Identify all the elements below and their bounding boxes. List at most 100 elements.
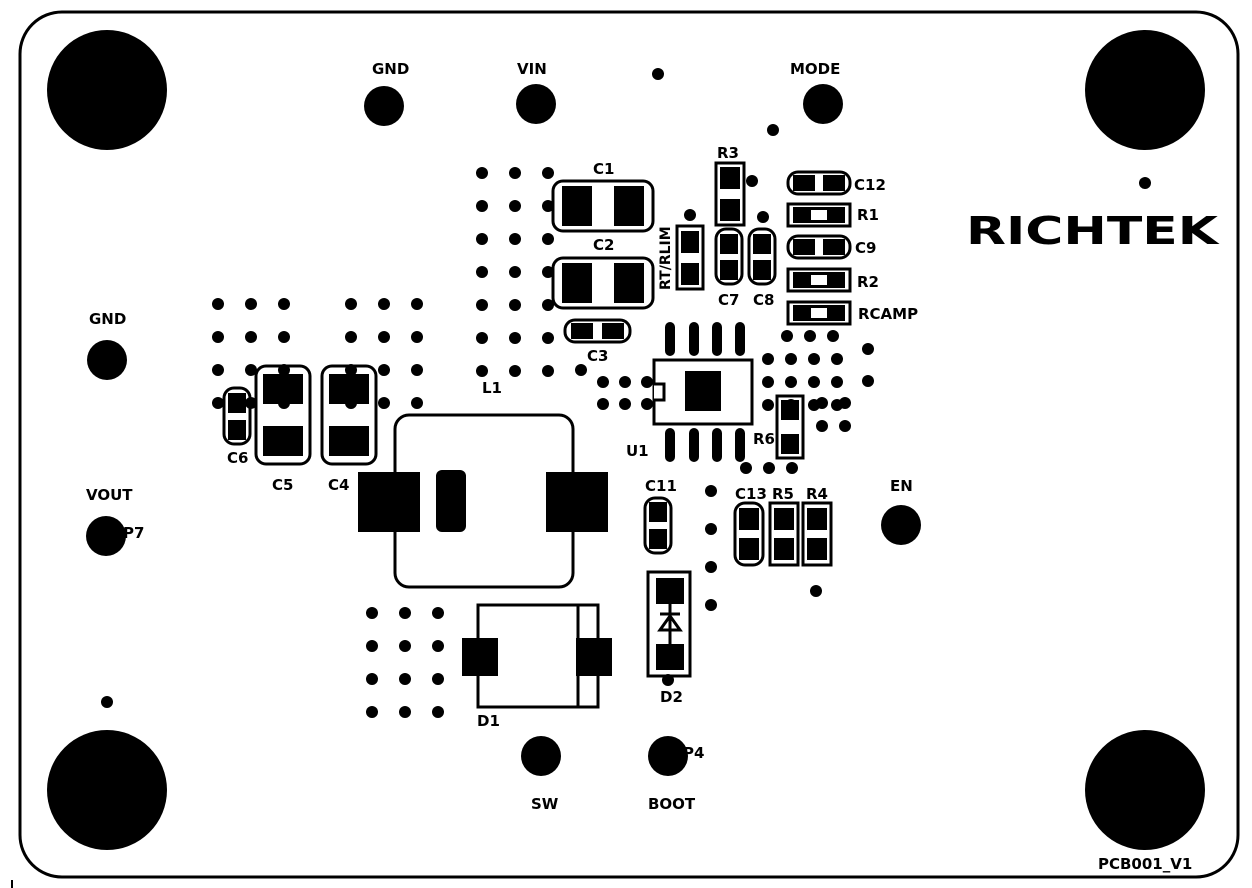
label-l1: L1 <box>482 379 502 397</box>
via <box>432 640 444 652</box>
board-id: PCB001_V1 <box>1098 855 1192 873</box>
via <box>804 330 816 342</box>
mounting-hole <box>1085 730 1205 850</box>
test-point-mode[interactable] <box>803 84 843 124</box>
via <box>399 607 411 619</box>
label-gnd-left: GND <box>89 310 126 328</box>
via <box>509 365 521 377</box>
label-c11: C11 <box>645 477 677 495</box>
label-vin: VIN <box>517 60 547 78</box>
via <box>245 298 257 310</box>
via <box>476 365 488 377</box>
via <box>378 298 390 310</box>
via <box>816 420 828 432</box>
via <box>575 364 587 376</box>
via <box>345 298 357 310</box>
via <box>432 607 444 619</box>
test-point-boot[interactable] <box>648 736 688 776</box>
cap-c2 <box>551 256 655 310</box>
via <box>411 331 423 343</box>
label-r6: R6 <box>753 430 775 448</box>
via <box>597 376 609 388</box>
ic-u1 <box>652 322 754 462</box>
via <box>641 398 653 410</box>
label-rcamp: RCAMP <box>858 305 918 323</box>
via <box>816 397 828 409</box>
label-en: EN <box>890 477 913 495</box>
via <box>785 376 797 388</box>
via <box>366 640 378 652</box>
cap-c5 <box>254 364 312 466</box>
res-r4 <box>801 501 833 567</box>
res-r2 <box>786 267 852 293</box>
via <box>839 420 851 432</box>
via <box>542 266 554 278</box>
cap-c7 <box>714 227 744 286</box>
via <box>839 397 851 409</box>
via <box>366 673 378 685</box>
label-vout: VOUT <box>86 486 133 504</box>
test-point-en[interactable] <box>881 505 921 545</box>
label-tp7: P7 <box>123 524 144 542</box>
via <box>542 233 554 245</box>
via <box>808 353 820 365</box>
label-boot: BOOT <box>648 795 696 813</box>
via <box>476 233 488 245</box>
via <box>399 706 411 718</box>
label-r1: R1 <box>857 206 879 224</box>
via <box>476 332 488 344</box>
inductor-l1 <box>358 413 608 589</box>
via <box>399 640 411 652</box>
via <box>827 330 839 342</box>
via <box>212 331 224 343</box>
via <box>212 298 224 310</box>
label-d2: D2 <box>660 688 683 706</box>
label-c6: C6 <box>227 449 248 467</box>
via <box>509 332 521 344</box>
via <box>212 397 224 409</box>
mounting-hole <box>1085 30 1205 150</box>
test-point-gnd-top[interactable] <box>364 86 404 126</box>
via <box>542 167 554 179</box>
diode-d1 <box>462 603 612 709</box>
via <box>476 200 488 212</box>
cap-c3 <box>563 318 632 344</box>
via <box>411 364 423 376</box>
via <box>509 200 521 212</box>
label-r5: R5 <box>772 485 794 503</box>
single-vias <box>101 68 1151 708</box>
res-r5 <box>768 501 800 567</box>
via <box>542 200 554 212</box>
via <box>763 462 775 474</box>
label-r4: R4 <box>806 485 828 503</box>
via <box>399 673 411 685</box>
via <box>641 376 653 388</box>
test-point-vin[interactable] <box>516 84 556 124</box>
via <box>542 299 554 311</box>
label-c5: C5 <box>272 476 293 494</box>
via <box>762 399 774 411</box>
label-u1: U1 <box>626 442 649 460</box>
via <box>597 398 609 410</box>
label-c1: C1 <box>593 160 614 178</box>
test-point-gnd-left[interactable] <box>87 340 127 380</box>
via <box>542 332 554 344</box>
via <box>762 376 774 388</box>
via <box>808 376 820 388</box>
diode-d2 <box>646 570 692 678</box>
via <box>619 398 631 410</box>
via <box>411 397 423 409</box>
label-c8: C8 <box>753 291 774 309</box>
via <box>831 376 843 388</box>
test-point-vout[interactable] <box>86 516 126 556</box>
cap-c4 <box>320 364 378 466</box>
label-sw: SW <box>531 795 559 813</box>
via <box>245 364 257 376</box>
via <box>411 298 423 310</box>
via <box>476 167 488 179</box>
res-rt-rlim <box>675 224 705 291</box>
test-point-sw[interactable] <box>521 736 561 776</box>
via <box>786 462 798 474</box>
label-c4: C4 <box>328 476 349 494</box>
via <box>278 331 290 343</box>
